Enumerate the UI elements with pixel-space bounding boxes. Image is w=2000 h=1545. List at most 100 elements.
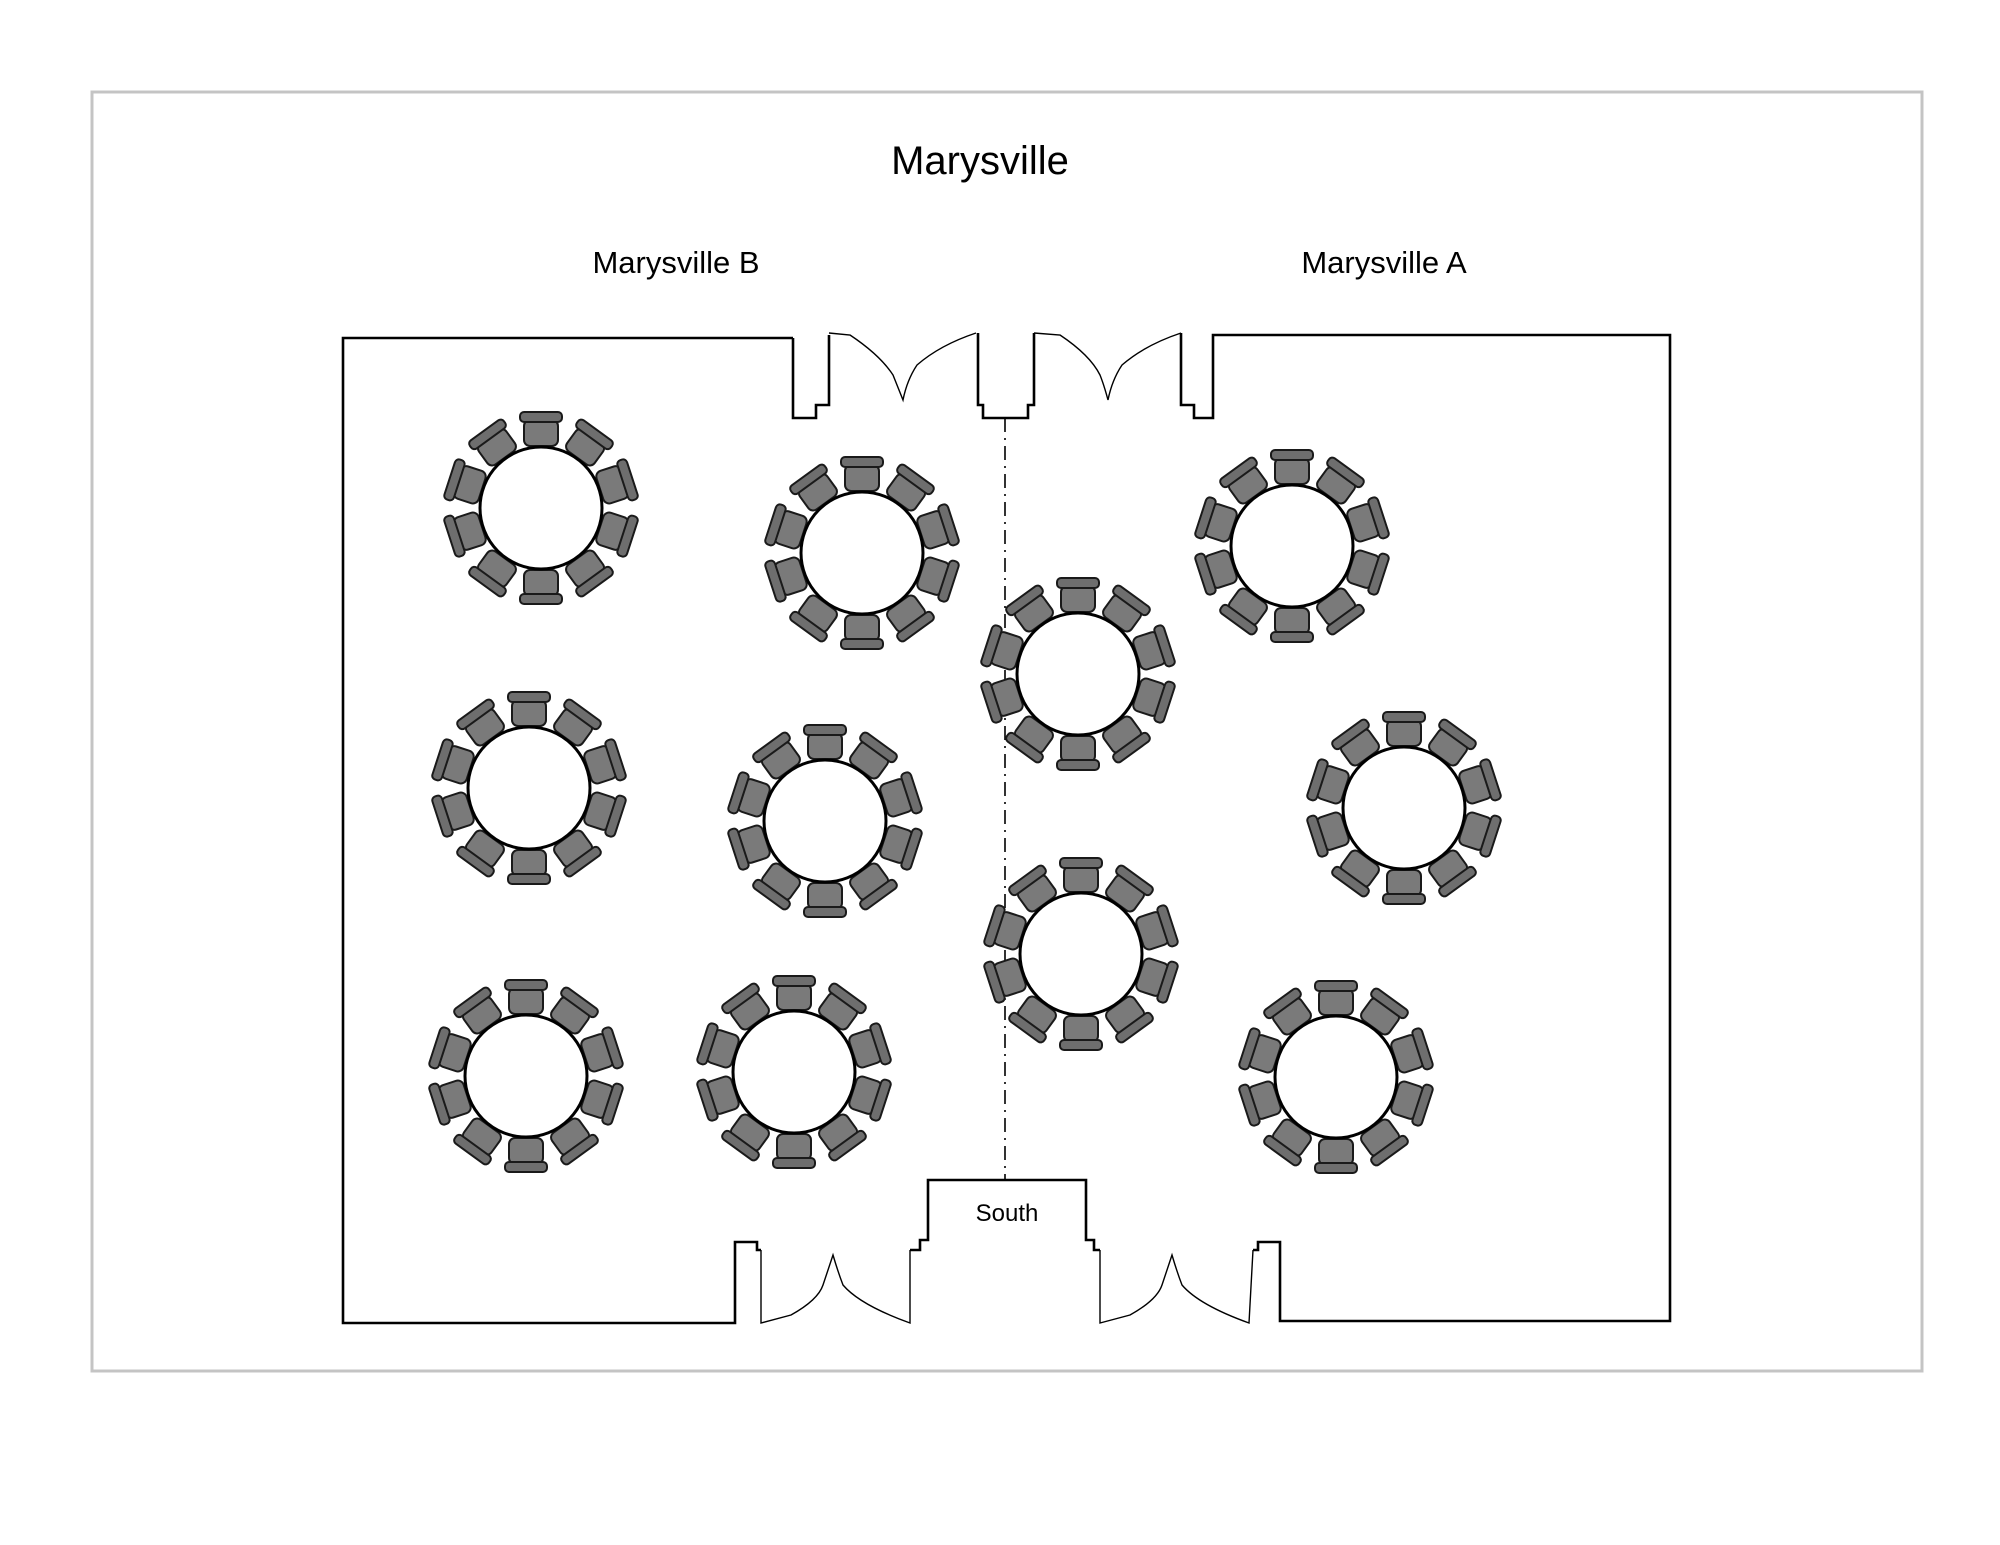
round-table [764, 456, 960, 650]
chair [848, 1075, 892, 1122]
round-table [443, 411, 639, 605]
chair [1132, 624, 1176, 671]
chair [1056, 735, 1100, 771]
room-label-marysville-a: Marysville A [1301, 245, 1467, 280]
chair [1132, 677, 1176, 724]
chair [1314, 1138, 1358, 1174]
round-table [980, 577, 1176, 771]
chair [428, 1079, 472, 1126]
chair [1306, 811, 1350, 858]
table-top [799, 490, 925, 616]
chair [431, 791, 475, 838]
chair [1194, 496, 1238, 543]
table-top [762, 758, 888, 884]
chair [840, 456, 884, 492]
chair [916, 556, 960, 603]
chair [840, 614, 884, 650]
door-top-right [1033, 332, 1182, 401]
venue-title: Marysville [891, 139, 1069, 183]
table-top [478, 445, 604, 571]
chair [443, 458, 487, 505]
chair [456, 698, 505, 747]
round-table [1306, 711, 1502, 905]
tables-layer [428, 411, 1502, 1174]
chair [803, 882, 847, 918]
round-table [727, 724, 923, 918]
chair [803, 724, 847, 760]
table-top [463, 1013, 589, 1139]
table-top [731, 1009, 857, 1135]
chair [772, 975, 816, 1011]
chair [428, 1026, 472, 1073]
chair [504, 1137, 548, 1173]
chair [1059, 1015, 1103, 1051]
table-top [466, 725, 592, 851]
chair [848, 1022, 892, 1069]
south-label: South [976, 1200, 1039, 1227]
chair [431, 738, 475, 785]
round-table [431, 691, 627, 885]
chair [595, 458, 639, 505]
chair [1056, 577, 1100, 613]
chair [504, 979, 548, 1015]
wall-outline [341, 336, 793, 1325]
chair [980, 677, 1024, 724]
chair [1458, 758, 1502, 805]
round-table [983, 857, 1179, 1051]
chair [727, 771, 771, 818]
chair [443, 511, 487, 558]
round-table [696, 975, 892, 1169]
chair [983, 957, 1027, 1004]
door-bottom-right [1099, 1249, 1254, 1324]
chair [1390, 1080, 1434, 1127]
chair [752, 862, 801, 911]
wall-south-alcove [910, 1178, 1100, 1252]
chair [916, 503, 960, 550]
chair [1238, 1080, 1282, 1127]
chair [1135, 904, 1179, 951]
chair [789, 463, 838, 512]
chair [789, 594, 838, 643]
chair [1314, 980, 1358, 1016]
page-frame [90, 90, 1924, 1373]
chair [1346, 549, 1390, 596]
chair [696, 1022, 740, 1069]
chair [583, 738, 627, 785]
table-top [1273, 1014, 1399, 1140]
chair [595, 511, 639, 558]
table-top [1015, 611, 1141, 737]
chair [1263, 1118, 1312, 1167]
chair [1135, 957, 1179, 1004]
table-top [1341, 745, 1467, 871]
wall-top-right-jamb [1179, 333, 1672, 1323]
table-top [1229, 483, 1355, 609]
chair [507, 691, 551, 727]
chair [519, 569, 563, 605]
chair [1346, 496, 1390, 543]
chair [1306, 758, 1350, 805]
chair [1238, 1027, 1282, 1074]
door-top-left [828, 332, 977, 403]
chair [507, 849, 551, 885]
chair [879, 824, 923, 871]
chair [1059, 857, 1103, 893]
chair [519, 411, 563, 447]
chair [764, 503, 808, 550]
chair [1382, 869, 1426, 905]
round-table [1194, 449, 1390, 643]
wall-top-left-jamb [791, 335, 831, 420]
round-table [428, 979, 624, 1173]
chair [1382, 711, 1426, 747]
chair [1270, 449, 1314, 485]
door-bottom-left [760, 1250, 911, 1324]
table-top [1018, 891, 1144, 1017]
chair [696, 1075, 740, 1122]
chair [1270, 607, 1314, 643]
room-label-marysville-b: Marysville B [592, 245, 759, 280]
chair [1390, 1027, 1434, 1074]
chair [983, 904, 1027, 951]
chair [580, 1079, 624, 1126]
round-table [1238, 980, 1434, 1174]
chair [772, 1133, 816, 1169]
